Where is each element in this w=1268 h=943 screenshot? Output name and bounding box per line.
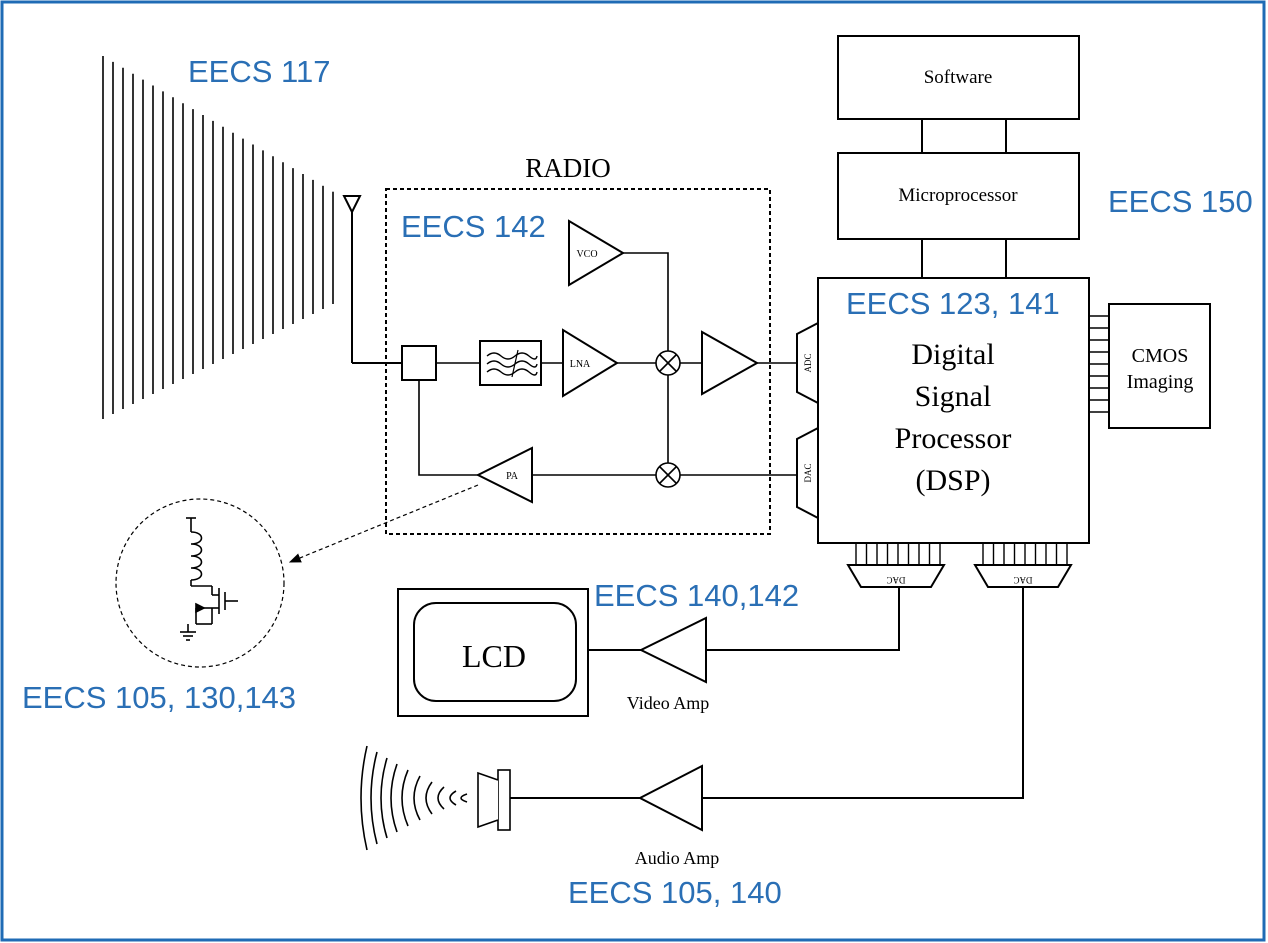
dsp-block bbox=[817, 277, 1090, 544]
if-amplifier bbox=[701, 330, 760, 396]
adc-converter: ADC bbox=[796, 321, 819, 405]
dac-label: DAC bbox=[886, 575, 905, 585]
inductor-icon bbox=[186, 517, 212, 587]
cmos-line: Imaging bbox=[1127, 371, 1194, 393]
lcd-display: LCD bbox=[397, 588, 589, 717]
adc-label: ADC bbox=[803, 353, 813, 372]
sound-wave-arc bbox=[360, 745, 368, 851]
pa-label: PA bbox=[506, 471, 519, 482]
lna-amplifier: LNA bbox=[562, 328, 619, 398]
lcd-label: LCD bbox=[462, 638, 526, 674]
dac-label: DAC bbox=[803, 463, 813, 482]
zoom-pointer-arrow bbox=[288, 484, 479, 563]
filter-icon bbox=[479, 340, 542, 386]
microprocessor-block bbox=[837, 152, 1080, 240]
sound-wave-arc bbox=[380, 757, 388, 839]
video-amp-label: Video Amp bbox=[627, 693, 709, 713]
vco-label: VCO bbox=[576, 249, 597, 260]
video-signal-line bbox=[706, 587, 900, 651]
sound-wave-arc bbox=[413, 775, 421, 821]
sound-wave-arc bbox=[460, 793, 468, 803]
radio-boundary bbox=[385, 188, 771, 535]
course-label-microprocessor: EECS 150 bbox=[1108, 184, 1253, 219]
course-label-radio: EECS 142 bbox=[401, 209, 546, 244]
cmos-line: CMOS bbox=[1132, 345, 1189, 367]
sound-wave-arc bbox=[437, 786, 445, 810]
software-label: Software bbox=[924, 67, 993, 88]
sound-wave-arc bbox=[390, 763, 398, 833]
audio-amp-label: Audio Amp bbox=[635, 848, 720, 868]
dsp-line: Digital bbox=[911, 338, 994, 371]
course-label-dsp: EECS 123, 141 bbox=[846, 286, 1060, 321]
course-label-audio: EECS 105, 140 bbox=[568, 875, 782, 910]
microprocessor-label: Microprocessor bbox=[898, 185, 1018, 206]
course-label-antenna: EECS 117 bbox=[188, 54, 330, 89]
mixer-icon bbox=[655, 462, 681, 488]
sound-wave-icon bbox=[360, 745, 468, 851]
audio-amp-icon bbox=[637, 764, 703, 832]
dsp-line: (DSP) bbox=[915, 464, 990, 497]
software-block bbox=[837, 35, 1080, 120]
course-label-pa-circuit: EECS 105, 130,143 bbox=[22, 680, 296, 715]
dsp-line: Processor bbox=[895, 422, 1012, 455]
sound-wave-arc bbox=[370, 751, 378, 845]
video-amp-icon bbox=[638, 616, 707, 684]
video-dac-converter: DAC bbox=[846, 564, 946, 588]
duplexer bbox=[401, 345, 437, 381]
vco-amplifier: VCO bbox=[568, 219, 625, 287]
ground-icon bbox=[180, 624, 196, 641]
course-label-lcd: EECS 140,142 bbox=[594, 578, 799, 613]
sound-wave-arc bbox=[425, 781, 433, 815]
lna-label: LNA bbox=[570, 359, 591, 370]
antenna-icon bbox=[342, 195, 402, 364]
antenna-radiation-icon bbox=[102, 56, 334, 419]
dac-label: DAC bbox=[1013, 575, 1032, 585]
radio-wiring bbox=[418, 252, 818, 476]
radio-title: RADIO bbox=[525, 153, 611, 183]
audio-dac-converter: DAC bbox=[973, 564, 1073, 588]
sound-wave-arc bbox=[449, 790, 457, 806]
cmos-imaging-block bbox=[1108, 303, 1211, 429]
mixer-icon bbox=[655, 350, 681, 376]
audio-signal-line bbox=[702, 587, 1024, 799]
speaker-icon bbox=[477, 769, 511, 831]
pa-amplifier: PA bbox=[475, 446, 533, 504]
dac-converter: DAC bbox=[796, 426, 819, 520]
dsp-line: Signal bbox=[915, 380, 992, 413]
pa-circuit-detail bbox=[115, 498, 285, 668]
sound-wave-arc bbox=[401, 769, 409, 827]
transistor-icon bbox=[195, 586, 238, 625]
